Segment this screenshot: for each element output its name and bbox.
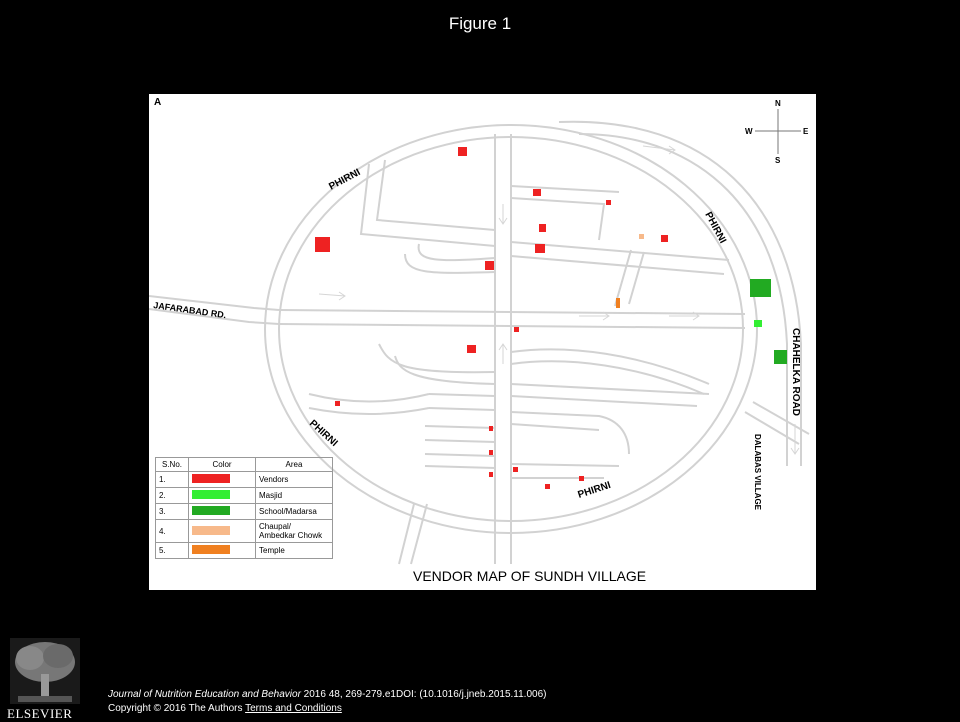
school-marker	[750, 279, 771, 297]
legend-row: 4. Chaupal/ Ambedkar Chowk	[155, 519, 333, 543]
legend-swatch-chaupal	[192, 525, 230, 535]
legend-header-area: Area	[255, 457, 333, 472]
compass-rose	[755, 109, 801, 154]
citation-details: 2016 48, 269-279.e1DOI: (10.1016/j.jneb.…	[300, 689, 547, 700]
village-map: N S E W PHIRNI PHIRNI PHIRNI PHIRNI JAFA…	[149, 99, 810, 565]
vendor-marker	[485, 261, 494, 270]
compass-w: W	[745, 127, 753, 136]
vendor-marker	[606, 200, 611, 205]
road-label-dalabas: DALABAS VILLAGE	[753, 434, 762, 511]
elsevier-logo	[10, 638, 80, 704]
figure-title: Figure 1	[448, 14, 512, 33]
temple-marker	[616, 298, 620, 308]
map-panel: N S E W PHIRNI PHIRNI PHIRNI PHIRNI JAFA…	[149, 94, 816, 590]
chahelka-road-outer	[558, 120, 802, 466]
vendor-marker	[489, 450, 493, 455]
vendor-marker	[514, 327, 519, 332]
vendor-marker	[579, 476, 584, 481]
legend-header-no: S.No.	[155, 457, 189, 472]
copyright-text: Copyright © 2016 The Authors	[108, 703, 243, 714]
vendor-marker	[489, 426, 493, 431]
legend-area: School/Madarsa	[255, 503, 333, 520]
legend-swatch-temple	[192, 545, 230, 554]
road-label-phirni-bottom: PHIRNI	[577, 480, 613, 501]
panel-letter: A	[154, 97, 162, 108]
legend-row: 1. Vendors	[155, 471, 333, 488]
legend-area: Chaupal/ Ambedkar Chowk	[255, 519, 333, 543]
jafarabad-road-line-2	[149, 308, 280, 325]
legend-no: 1.	[155, 471, 189, 488]
chahelka-road-inner	[578, 133, 788, 466]
legend-area: Masjid	[255, 487, 333, 504]
terms-link[interactable]: Terms and Conditions	[245, 703, 342, 714]
map-legend: S.No. Color Area 1. Vendors 2. Masjid 3.…	[155, 457, 333, 559]
compass-n: N	[775, 99, 781, 108]
legend-area: Vendors	[255, 471, 333, 488]
legend-row: 5. Temple	[155, 542, 333, 559]
legend-row: 2. Masjid	[155, 487, 333, 504]
vendor-marker	[533, 189, 541, 196]
legend-no: 4.	[155, 519, 189, 543]
vendor-marker	[661, 235, 668, 242]
legend-swatch-masjid	[192, 490, 230, 499]
legend-no: 5.	[155, 542, 189, 559]
vendor-marker	[539, 224, 546, 232]
legend-header-color: Color	[188, 457, 256, 472]
jafarabad-road-line-1	[149, 295, 280, 311]
compass-e: E	[803, 127, 809, 136]
elsevier-wordmark: ELSEVIER	[7, 706, 73, 721]
citation-block: Journal of Nutrition Education and Behav…	[108, 688, 546, 716]
masjid-marker	[754, 320, 762, 327]
vendor-marker	[315, 237, 330, 252]
legend-no: 3.	[155, 503, 189, 520]
road-label-chahelka: CHAHELKA ROAD	[790, 328, 801, 416]
journal-name: Journal of Nutrition Education and Behav…	[108, 689, 301, 700]
compass-s: S	[775, 156, 781, 165]
vendor-marker	[513, 467, 518, 472]
chaupal-marker	[639, 234, 644, 239]
legend-row: 3. School/Madarsa	[155, 503, 333, 520]
legend-area: Temple	[255, 542, 333, 559]
legend-swatch-school	[192, 506, 230, 515]
vendor-marker	[489, 472, 493, 477]
school-marker	[774, 350, 787, 364]
vendor-marker	[467, 345, 476, 353]
vendor-markers	[315, 147, 668, 489]
vendor-marker	[535, 244, 545, 253]
road-label-phirni-left: PHIRNI	[307, 418, 340, 449]
vendor-marker	[545, 484, 550, 489]
vendor-marker	[335, 401, 340, 406]
vendor-marker	[458, 147, 467, 156]
legend-swatch-vendors	[192, 474, 230, 483]
road-label-phirni-top: PHIRNI	[327, 167, 362, 193]
legend-no: 2.	[155, 487, 189, 504]
map-caption: VENDOR MAP OF SUNDH VILLAGE	[413, 568, 647, 584]
